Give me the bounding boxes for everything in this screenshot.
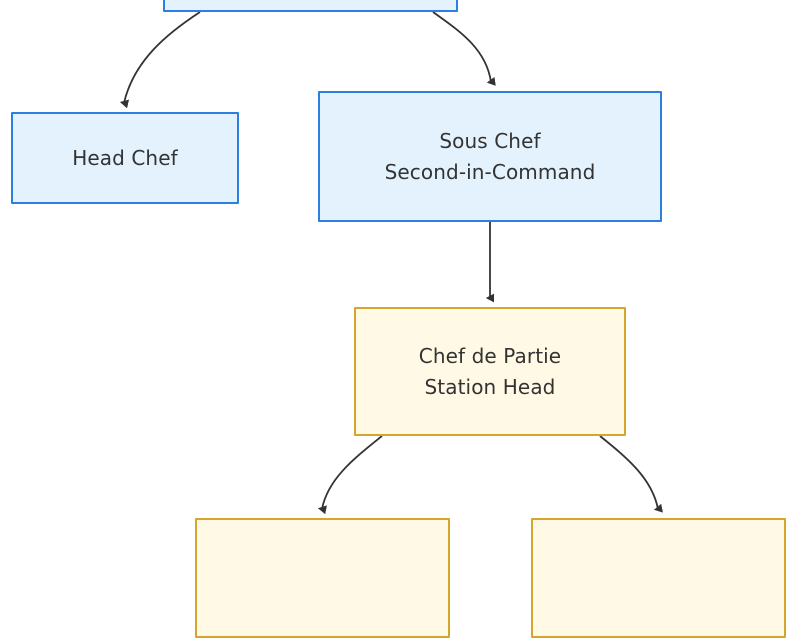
flowchart-canvas: Head Chef Sous Chef Second-in-Command Ch… [11,0,786,638]
node-sous-chef[interactable]: Sous Chef Second-in-Command [318,91,662,222]
edge-root-to-head-chef [119,11,201,109]
node-chef-de-partie-title: Chef de Partie [418,344,562,369]
edge-chef-de-partie-to-station-left [317,435,383,515]
edges-layer [119,11,663,515]
edge-root-to-sous-chef [432,11,496,86]
node-station-left[interactable] [195,518,450,638]
node-station-right[interactable] [531,518,786,638]
edge-chef-de-partie-to-station-right [599,435,663,513]
node-chef-de-partie-subtitle: Station Head [424,374,556,399]
node-sous-chef-title: Sous Chef [439,129,541,154]
node-head-chef[interactable]: Head Chef [11,112,239,204]
node-head-chef-label: Head Chef [72,145,178,170]
node-root[interactable] [163,0,458,12]
node-sous-chef-subtitle: Second-in-Command [384,159,596,184]
node-chef-de-partie[interactable]: Chef de Partie Station Head [354,307,626,436]
